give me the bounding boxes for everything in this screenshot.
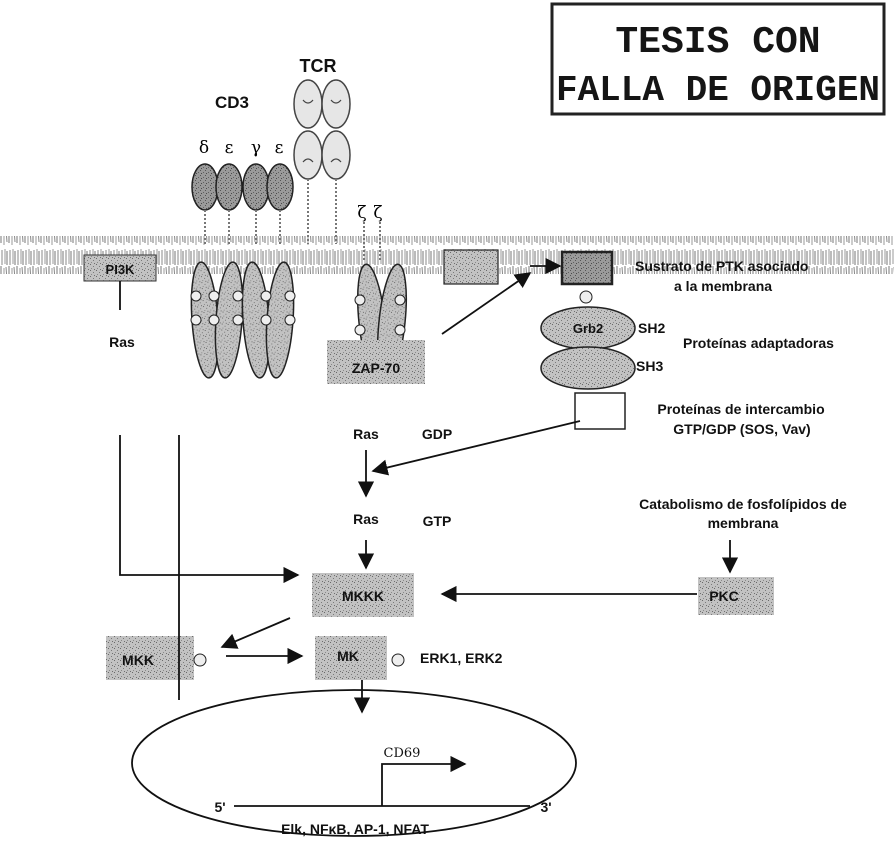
phospho-dot — [391, 653, 405, 667]
catabolism-desc-line2: membrana — [708, 515, 779, 531]
itam-phospho-dot — [260, 290, 272, 302]
tcr-beta-variable — [321, 79, 351, 129]
itam-phospho-dot — [394, 294, 406, 306]
pi3k-to-mkkk-arrow — [119, 435, 300, 584]
itam-phospho-dot — [260, 314, 272, 326]
phospho-dot — [579, 290, 593, 304]
cd3-epsilon2-label: ε — [275, 138, 284, 158]
itam-phospho-dot — [208, 290, 220, 302]
substrate-desc-line1: Sustrato de PTK asociado — [635, 258, 808, 274]
stamp-line2: FALLA DE ORIGEN — [556, 70, 880, 111]
stamp-border — [550, 2, 886, 116]
pkc-box — [698, 577, 774, 615]
exchange-desc-line2: GTP/GDP (SOS, Vav) — [673, 421, 810, 437]
tcr-receptor: TCR — [293, 56, 351, 244]
zap70-box — [327, 340, 425, 384]
itam-phospho-dot — [354, 324, 366, 336]
itam-phospho-dot — [190, 290, 202, 302]
exchange-protein-box — [574, 392, 626, 430]
exchange-desc-line1: Proteínas de intercambio — [657, 401, 824, 417]
three-prime-label: 3' — [540, 799, 551, 815]
stamp-line1: TESIS CON — [615, 21, 820, 64]
cd3-gamma-label: γ — [251, 138, 261, 158]
pathway-connectors — [119, 257, 739, 806]
cd3-epsilon-domain — [215, 163, 243, 211]
itam-phospho-dot — [232, 290, 244, 302]
pkc-label: PKC — [709, 588, 739, 604]
itam-phospho-dot — [394, 324, 406, 336]
erk-label: ERK1, ERK2 — [420, 650, 503, 666]
itam-phospho-dot — [354, 294, 366, 306]
mkkk-kinase: MKKK — [312, 573, 414, 617]
cd3-cytoplasmic — [190, 261, 296, 379]
sh2-label: SH2 — [638, 320, 665, 336]
itam-phospho-dot — [208, 314, 220, 326]
transcription-factors-label: Elk, NFκB, AP-1, NFAT — [281, 821, 429, 837]
sh3-label: SH3 — [636, 358, 663, 374]
ras-gtp-label: Ras — [353, 511, 379, 527]
ptk-substrate-membrane — [560, 250, 614, 286]
itam-phospho-dot — [284, 314, 296, 326]
transcription-start-arrow — [381, 755, 467, 806]
nucleus-outline — [131, 689, 577, 837]
zeta-label-2: ζ — [373, 203, 382, 223]
gdp-label: GDP — [422, 426, 452, 442]
zap70-to-substrate-arrow — [441, 272, 532, 335]
cd69-gene-label: CD69 — [384, 746, 421, 761]
mkk-kinase: MKK — [106, 636, 207, 680]
itam-phospho-dot — [190, 314, 202, 326]
tcr-disulfide-marks — [302, 99, 342, 163]
adaptor-proteins: Grb2 SH2 SH3 Proteínas adaptadoras — [540, 306, 834, 390]
ptk-substrate-left — [443, 249, 499, 285]
tcr-stalks — [307, 179, 337, 244]
catabolism-desc-line1: Catabolismo de fosfolípidos de — [639, 496, 847, 512]
exchange-to-ras-arrow — [371, 420, 581, 476]
five-prime-label: 5' — [214, 799, 225, 815]
mkkk-box — [312, 573, 414, 617]
ras-gdp-label: Ras — [353, 426, 379, 442]
itam-phospho-dot — [284, 290, 296, 302]
tcr-alpha-variable — [293, 79, 323, 129]
cd3-delta-label: δ — [199, 138, 209, 158]
cd3-extracellular: CD3 δ ε γ ε — [191, 93, 294, 244]
mk-label: MK — [337, 648, 359, 664]
cd3-epsilon-label: ε — [225, 138, 234, 158]
cd3-epsilon2-domain — [266, 163, 294, 211]
mkk-label: MKK — [122, 652, 154, 668]
mk-kinase: MK ERK1, ERK2 — [315, 636, 503, 680]
pi3k-kinase: PI3K Ras — [83, 254, 157, 350]
phospho-dot — [193, 653, 207, 667]
gtp-label: GTP — [423, 513, 452, 529]
mkkk-to-mkk-arrow — [220, 617, 291, 649]
adaptors-desc: Proteínas adaptadoras — [683, 335, 834, 351]
ras-left-label: Ras — [109, 334, 135, 350]
substrate-desc-line2: a la membrana — [674, 278, 772, 294]
grb2-sh3-domain — [540, 346, 636, 390]
cd3-gamma-domain — [242, 163, 270, 211]
grb2-label: Grb2 — [573, 321, 603, 336]
zap70-kinase: ZAP-70 — [327, 340, 425, 384]
itam-phospho-dot — [232, 314, 244, 326]
tcr-alpha-constant — [293, 130, 323, 180]
zeta-stalks — [363, 222, 381, 262]
pi3k-label: PI3K — [106, 262, 136, 277]
pi3k-box — [83, 254, 157, 282]
cd3-stalks — [204, 210, 281, 244]
stamp: TESIS CON FALLA DE ORIGEN — [550, 2, 886, 116]
cd3-delta-domain — [191, 163, 219, 211]
zap70-label: ZAP-70 — [352, 360, 400, 376]
mk-box — [315, 636, 387, 680]
mkkk-label: MKKK — [342, 588, 384, 604]
tcr-beta-constant — [321, 130, 351, 180]
pkc-kinase: PKC — [698, 577, 774, 615]
nucleus: 5' 3' Elk, NFκB, AP-1, NFAT CD69 — [131, 689, 577, 837]
tcr-label: TCR — [300, 56, 337, 76]
zeta-label-1: ζ — [357, 203, 366, 223]
cd3-label: CD3 — [215, 93, 249, 112]
